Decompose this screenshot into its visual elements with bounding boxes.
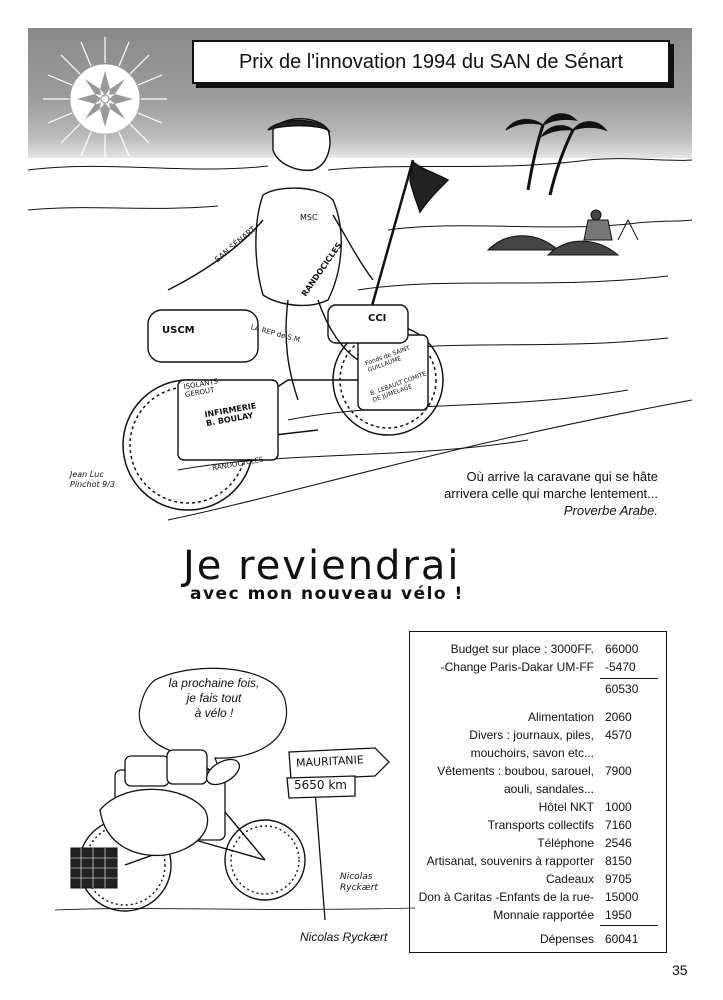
- expense-row: Transports collectifs 7160: [410, 818, 666, 834]
- expense-row: Artisanat, souvenirs à rapporter 8150: [410, 854, 666, 870]
- budget-total-label: Dépenses: [539, 932, 594, 946]
- proverb-line-1: Où arrive la caravane qui se hâte: [466, 469, 659, 484]
- budget-subtotal-row: 60530: [410, 682, 666, 698]
- prize-title: Prix de l'innovation 1994 du SAN de Séna…: [238, 50, 624, 73]
- prize-title-box: Prix de l'innovation 1994 du SAN de Séna…: [192, 40, 670, 84]
- budget-table: Budget sur place : 3000FF. 66000 -Change…: [409, 631, 667, 953]
- expense-row-continued: mouchoirs, savon etc...: [410, 746, 666, 762]
- illustration-credit: Nicolas Ryckært: [300, 930, 388, 944]
- expense-row-continued: aouli, sandales...: [410, 782, 666, 798]
- page-subtitle: avec mon nouveau vélo !: [190, 584, 464, 604]
- expense-value: 2546: [605, 836, 632, 850]
- expense-label: Hôtel NKT: [538, 800, 594, 814]
- expense-value: 7160: [605, 818, 632, 832]
- small-cyclist-illustration: [54, 667, 416, 921]
- signpost-distance: 5650 km: [294, 778, 347, 792]
- expense-value: 8150: [605, 854, 632, 868]
- budget-row: Budget sur place : 3000FF. 66000: [410, 642, 666, 658]
- page-title: Je reviendrai: [183, 543, 461, 589]
- expense-label: Téléphone: [537, 836, 594, 850]
- cyclist-illustration: [27, 113, 693, 521]
- artist-signature-small: Nicolas Ryckært: [340, 872, 378, 893]
- expense-row: Vêtements : boubou, sarouel, 7900: [410, 764, 666, 780]
- expense-label: Vêtements : boubou, sarouel,: [437, 764, 594, 778]
- shirt-label-msc: MSC: [300, 213, 318, 222]
- budget-row: -Change Paris-Dakar UM-FF -5470: [410, 660, 666, 676]
- expense-label: Alimentation: [527, 710, 594, 724]
- expense-value: 1950: [605, 908, 632, 922]
- bag-label-uscm: USCM: [162, 325, 195, 336]
- expense-value: 7900: [605, 764, 632, 778]
- expense-value: 9705: [605, 872, 632, 886]
- expense-row: Divers : journaux, piles, 4570: [410, 728, 666, 744]
- budget-subtotal: 60530: [605, 682, 639, 696]
- expense-label: Monnaie rapportée: [493, 908, 594, 922]
- expense-row: Téléphone 2546: [410, 836, 666, 852]
- artist-signature-main: Jean Luc Pinchot 9/3: [70, 470, 116, 489]
- budget-label: -Change Paris-Dakar UM-FF: [440, 660, 594, 674]
- expense-label: Don à Caritas -Enfants de la rue-: [418, 890, 594, 904]
- expense-row: Monnaie rapportée 1950: [410, 908, 666, 924]
- budget-value: -5470: [605, 660, 636, 674]
- expense-label: mouchoirs, savon etc...: [470, 746, 594, 760]
- expense-row: Hôtel NKT 1000: [410, 800, 666, 816]
- budget-total-value: 60041: [605, 932, 639, 946]
- speech-line-2: je fais tout: [186, 691, 242, 705]
- budget-total-row: Dépenses 60041: [410, 932, 666, 948]
- speech-bubble-text: la prochaine fois, je fais tout à vélo !: [152, 676, 276, 721]
- proverb-quote: Où arrive la caravane qui se hâte arrive…: [390, 468, 658, 519]
- bag-label-cci: CCI: [368, 313, 387, 324]
- expense-label: Transports collectifs: [487, 818, 594, 832]
- expense-value: 1000: [605, 800, 632, 814]
- expense-label: Cadeaux: [545, 872, 594, 886]
- speech-line-1: la prochaine fois,: [168, 676, 260, 690]
- expense-value: 15000: [605, 890, 639, 904]
- expense-value: 4570: [605, 728, 632, 742]
- sun-emblem: [43, 37, 167, 161]
- speech-line-3: à vélo !: [194, 706, 234, 720]
- expense-label: Divers : journaux, piles,: [469, 728, 594, 742]
- expense-value: 2060: [605, 710, 632, 724]
- proverb-source: Proverbe Arabe.: [563, 503, 658, 518]
- page-number: 35: [672, 962, 688, 978]
- budget-label: Budget sur place : 3000FF.: [450, 642, 594, 656]
- budget-value: 66000: [605, 642, 639, 656]
- proverb-line-2: arrivera celle qui marche lentement...: [444, 486, 658, 501]
- total-rule: [600, 925, 658, 926]
- expense-label: aouli, sandales...: [503, 782, 594, 796]
- expense-label: Artisanat, souvenirs à rapporter: [426, 854, 594, 868]
- expense-row: Don à Caritas -Enfants de la rue- 15000: [410, 890, 666, 906]
- expense-row: Cadeaux 9705: [410, 872, 666, 888]
- expense-row: Alimentation 2060: [410, 710, 666, 726]
- subtotal-rule: [600, 678, 658, 679]
